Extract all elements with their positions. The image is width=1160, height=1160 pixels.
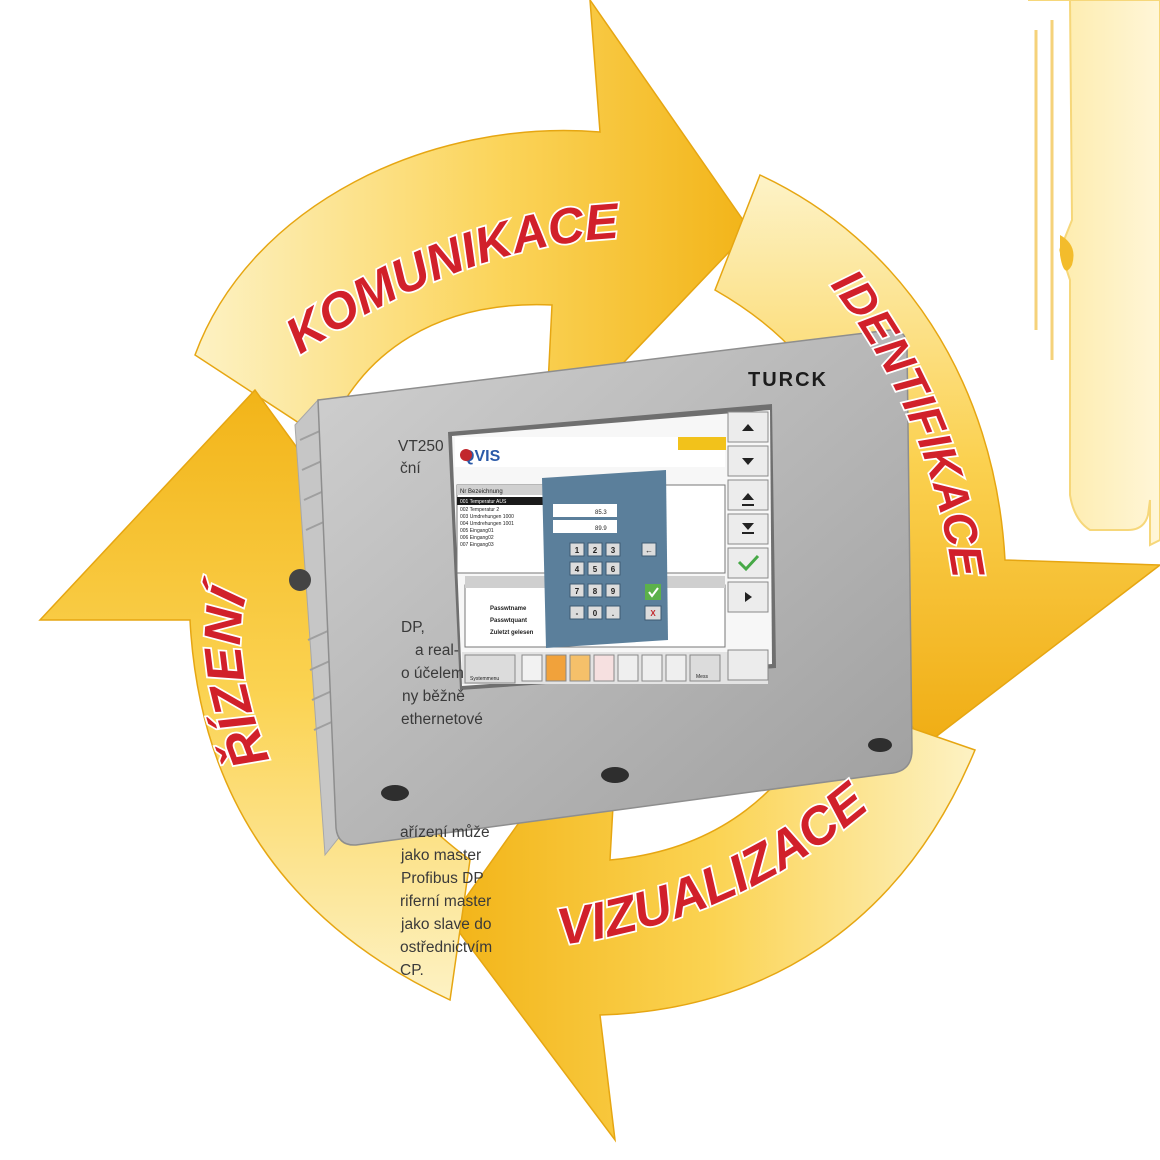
body-text-10: Profibus DP: [401, 870, 484, 887]
detail-label: Passwtname: [490, 606, 527, 612]
toolbar-label: Mess: [696, 674, 708, 680]
forward-button[interactable]: [727, 649, 769, 681]
keypad-key[interactable]: -: [576, 609, 579, 618]
keypad-key[interactable]: 3: [611, 546, 616, 555]
screen-logo: QVIS: [462, 448, 501, 465]
page-down-icon: [742, 523, 754, 534]
list-item[interactable]: 003 Umdrehungen 1000: [460, 514, 514, 520]
side-panel: [1028, 0, 1160, 547]
list-item[interactable]: 005 Eingang01: [460, 528, 494, 534]
body-text-3: DP,: [401, 619, 425, 636]
keypad-cancel-key[interactable]: X: [650, 609, 656, 618]
arrow-komunikace: [194, 0, 751, 447]
export-icon[interactable]: [665, 654, 687, 682]
keypad-key[interactable]: 4: [575, 565, 580, 574]
body-text-6: ny běžně: [402, 688, 465, 705]
page-up-icon: [742, 493, 754, 506]
brand-logo: TURCK: [748, 369, 828, 391]
keypad-key[interactable]: .: [612, 609, 614, 618]
system-menu-button[interactable]: [464, 654, 516, 684]
filter-icon[interactable]: [641, 654, 663, 682]
body-text-1: VT250: [398, 438, 444, 455]
keypad-value: 85.3: [595, 510, 607, 516]
keypad-key[interactable]: 5: [593, 565, 598, 574]
arrow-up-icon: [742, 424, 754, 431]
keypad-key[interactable]: 2: [593, 546, 598, 555]
body-text-7: ethernetové: [401, 711, 483, 728]
detail-label: Passwtquant: [490, 618, 527, 624]
list-item[interactable]: 001 Temperatur AUS: [460, 499, 507, 505]
arrow-down-icon: [742, 458, 754, 465]
keypad-delete-key[interactable]: ←: [645, 546, 653, 555]
arrow-right-icon: [745, 592, 752, 602]
keypad-key[interactable]: 6: [611, 565, 616, 574]
table-header: Nr Bezeichnung: [460, 489, 503, 495]
sort-icon[interactable]: [617, 654, 639, 682]
body-text-9: jako master: [401, 847, 482, 864]
keypad-dialog: 85.3 89.9 1 2 3 4 5 6 7 8 9 -: [542, 470, 668, 648]
check-icon[interactable]: [648, 587, 659, 598]
toolbar-label: Systemmenu: [470, 676, 499, 682]
keypad-key[interactable]: 1: [575, 546, 580, 555]
body-text-2: ční: [400, 460, 421, 477]
document-icon[interactable]: [521, 654, 543, 682]
body-text-4: a real-: [415, 642, 459, 659]
keypad-value: 89.9: [595, 526, 607, 532]
list-item[interactable]: 006 Eingang02: [460, 535, 494, 541]
list-item[interactable]: 004 Umdrehungen 1001: [460, 521, 514, 527]
keypad-key[interactable]: 9: [611, 587, 616, 596]
body-text-5: o účelem: [401, 665, 464, 682]
folder-icon[interactable]: [545, 654, 567, 682]
keypad-key[interactable]: 7: [575, 587, 580, 596]
confirm-button[interactable]: [727, 547, 769, 579]
check-icon: [737, 554, 760, 572]
print-icon[interactable]: [593, 654, 615, 682]
keypad-key[interactable]: 8: [593, 587, 598, 596]
hmi-screen: QVIS Nr Bezeichnung 001 Temperatur AUS 0…: [452, 410, 772, 686]
body-text-13: ostřednictvím: [400, 939, 493, 956]
list-item[interactable]: 002 Temperatur 2: [460, 507, 499, 513]
mess-button[interactable]: [689, 654, 721, 682]
body-text-8: ařízení může: [400, 824, 490, 841]
body-text-12: jako slave do: [401, 916, 492, 933]
list-item[interactable]: 007 Eingang03: [460, 542, 494, 548]
body-text-14: CP.: [400, 962, 424, 979]
detail-label: Zuletzt gelesen: [490, 630, 534, 636]
save-icon[interactable]: [569, 654, 591, 682]
body-text-11: riferní master: [400, 893, 492, 910]
keypad-key[interactable]: 0: [593, 609, 598, 618]
